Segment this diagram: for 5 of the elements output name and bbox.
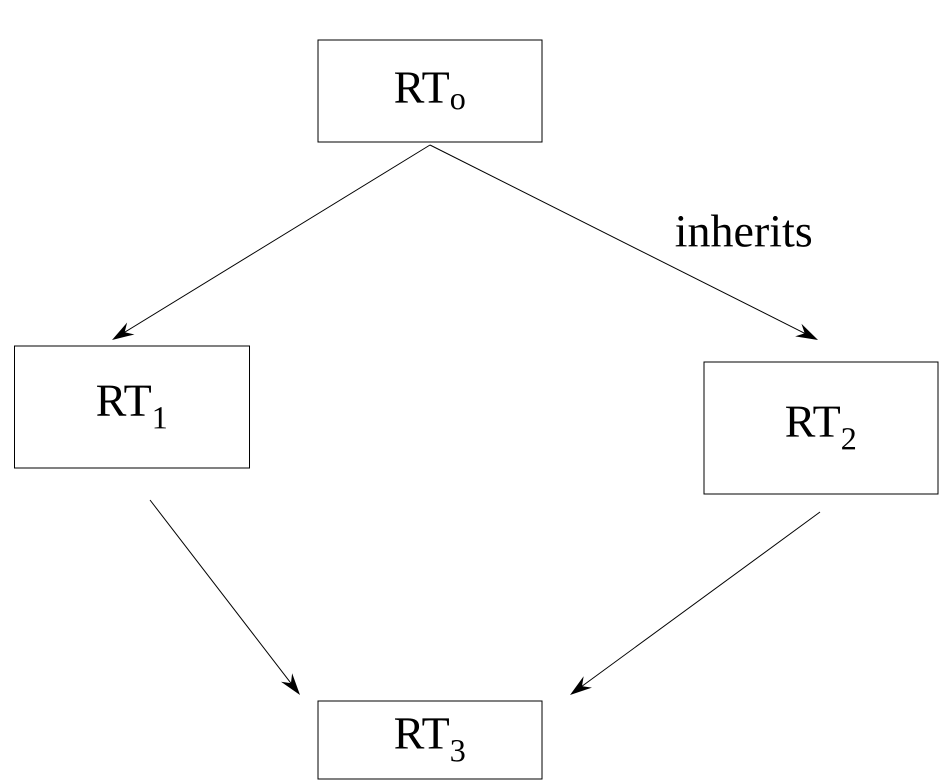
process-box: RT$_{1}$	[14, 346, 250, 468]
process-box: RT$_{o}$	[318, 40, 542, 142]
process-box: RT$_{2}$	[704, 362, 938, 494]
edge-label: inherits	[672, 212, 815, 249]
process-box: RT$_{3}$	[318, 700, 542, 780]
